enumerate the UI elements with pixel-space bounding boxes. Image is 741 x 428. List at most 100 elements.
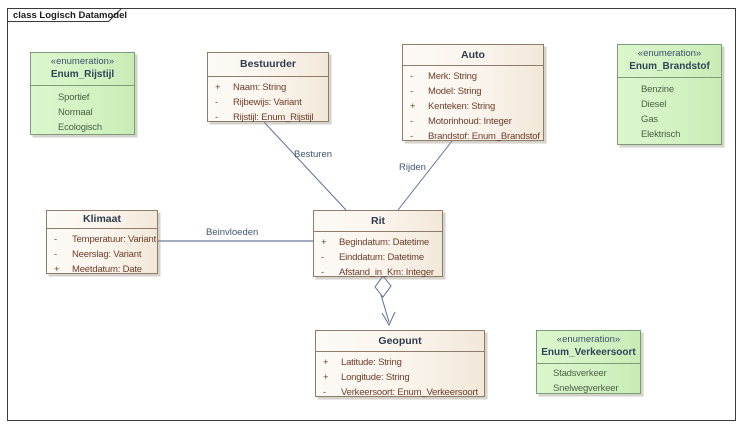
diagram-frame	[7, 8, 736, 421]
attribute-row[interactable]: + Longitude: String	[316, 370, 484, 385]
enum-verkeersoort[interactable]: «enumeration» Enum_Verkeersoort Stadsver…	[536, 330, 641, 394]
visibility-marker: -	[410, 131, 413, 142]
visibility-marker: -	[410, 86, 413, 97]
relation-label-besturen: Besturen	[294, 149, 333, 160]
enum-value: Snelwegverkeer	[553, 383, 619, 394]
relation-label-rijden: Rijden	[399, 162, 426, 173]
enum-value: Ecologisch	[58, 122, 102, 133]
class-title: Klimaat	[47, 211, 157, 229]
enum-name: Enum_Rijstijl	[50, 69, 115, 80]
attribute-text: Latitude: String	[341, 357, 402, 368]
visibility-marker: +	[323, 357, 329, 368]
enum-header: «enumeration» Enum_Verkeersoort	[537, 331, 640, 364]
visibility-marker: -	[215, 112, 218, 123]
class-attributes: + Naam: String - Rijbewijs: Variant - Ri…	[208, 77, 328, 125]
enum-stereotype: «enumeration»	[637, 48, 702, 59]
enum-value: Benzine	[641, 84, 674, 95]
attribute-row[interactable]: + Naam: String	[208, 80, 328, 95]
aggregation-diamond	[374, 275, 392, 298]
enum-brandstof[interactable]: «enumeration» Enum_Brandstof Benzine Die…	[617, 44, 722, 145]
class-auto[interactable]: Auto - Merk: String - Model: String + Ke…	[402, 44, 544, 144]
attribute-text: Neerslag: Variant	[72, 249, 142, 260]
attribute-text: Model: String	[428, 86, 482, 97]
attribute-text: Meetdatum: Date	[72, 264, 142, 275]
attribute-text: Verkeersoort: Enum_Verkeersoort	[341, 387, 478, 398]
class-geopunt[interactable]: Geopunt + Latitude: String + Longitude: …	[315, 330, 485, 400]
attribute-text: Kenteken: String	[428, 101, 496, 112]
attribute-row[interactable]: + Latitude: String	[316, 355, 484, 370]
enum-value: Gas	[641, 114, 658, 125]
class-attributes: + Latitude: String + Longitude: String -…	[316, 352, 484, 400]
visibility-marker: -	[410, 116, 413, 127]
attribute-row[interactable]: - Model: String	[403, 84, 543, 99]
visibility-marker: -	[215, 97, 218, 108]
attribute-text: Motorinhoud: Integer	[428, 116, 512, 127]
class-attributes: + Begindatum: Datetime - Einddatum: Date…	[314, 232, 442, 280]
visibility-marker: +	[323, 372, 329, 383]
enum-value: Diesel	[641, 99, 667, 110]
class-bestuurder[interactable]: Bestuurder + Naam: String - Rijbewijs: V…	[207, 52, 329, 125]
visibility-marker: +	[321, 237, 327, 248]
aggregation-rit-geopunt[interactable]	[374, 275, 396, 327]
relation-label-beinvloeden: Beinvloeden	[206, 227, 259, 238]
enum-name: Enum_Brandstof	[629, 61, 710, 72]
open-arrowhead	[381, 311, 396, 327]
attribute-text: Einddatum: Datetime	[339, 252, 424, 263]
attribute-text: Begindatum: Datetime	[339, 237, 429, 248]
visibility-marker: -	[321, 252, 324, 263]
attribute-row[interactable]: - Afstand_in_Km: Integer	[314, 265, 442, 280]
association-besturen[interactable]	[263, 121, 347, 211]
attribute-row[interactable]: - Verkeersoort: Enum_Verkeersoort	[316, 385, 484, 400]
diagram-frame-tab	[7, 8, 123, 22]
attribute-row[interactable]: - Temperatuur: Variant	[47, 232, 157, 247]
enum-header: «enumeration» Enum_Rijstijl	[31, 53, 134, 86]
visibility-marker: +	[410, 101, 416, 112]
class-rit[interactable]: Rit + Begindatum: Datetime - Einddatum: …	[313, 210, 443, 280]
attribute-row[interactable]: - Rijstijl: Enum_Rijstijl	[208, 110, 328, 125]
attribute-row[interactable]: - Merk: String	[403, 69, 543, 84]
enum-stereotype: «enumeration»	[50, 56, 115, 67]
attribute-row[interactable]: - Neerslag: Variant	[47, 247, 157, 262]
attribute-row[interactable]: - Einddatum: Datetime	[314, 250, 442, 265]
visibility-marker: +	[215, 82, 221, 93]
class-title: Rit	[314, 211, 442, 232]
attribute-text: Rijbewijs: Variant	[233, 97, 302, 108]
enum-value: Stadsverkeer	[553, 368, 607, 379]
attribute-text: Afstand_in_Km: Integer	[339, 267, 434, 278]
visibility-marker: -	[321, 267, 324, 278]
attribute-text: Naam: String	[233, 82, 287, 93]
attribute-text: Temperatuur: Variant	[72, 234, 157, 245]
attribute-row[interactable]: - Motorinhoud: Integer	[403, 114, 543, 129]
enum-values: Benzine Diesel Gas Elektrisch	[618, 78, 721, 142]
class-title: Auto	[403, 45, 543, 66]
enum-value: Elektrisch	[641, 129, 681, 140]
enum-rijstijl[interactable]: «enumeration» Enum_Rijstijl Sportief Nor…	[30, 52, 135, 135]
attribute-text: Brandstof: Enum_Brandstof	[428, 131, 540, 142]
enum-name: Enum_Verkeersoort	[541, 347, 636, 358]
visibility-marker: -	[54, 249, 57, 260]
visibility-marker: -	[54, 234, 57, 245]
enum-values: Sportief Normaal Ecologisch	[31, 86, 134, 135]
attribute-row[interactable]: - Rijbewijs: Variant	[208, 95, 328, 110]
visibility-marker: -	[410, 71, 413, 82]
attribute-text: Longitude: String	[341, 372, 410, 383]
attribute-row[interactable]: + Meetdatum: Date	[47, 262, 157, 277]
attribute-row[interactable]: - Brandstof: Enum_Brandstof	[403, 129, 543, 144]
class-title: Geopunt	[316, 331, 484, 352]
attribute-row[interactable]: + Kenteken: String	[403, 99, 543, 114]
attribute-text: Merk: String	[428, 71, 477, 82]
visibility-marker: +	[54, 264, 60, 275]
attribute-text: Rijstijl: Enum_Rijstijl	[233, 112, 314, 123]
frame-title: class Logisch Datamodel	[13, 10, 128, 21]
enum-value: Sportief	[58, 92, 90, 103]
class-title: Bestuurder	[208, 53, 328, 77]
attribute-row[interactable]: + Begindatum: Datetime	[314, 235, 442, 250]
class-klimaat[interactable]: Klimaat - Temperatuur: Variant - Neersla…	[46, 210, 158, 277]
class-attributes: - Merk: String - Model: String + Kenteke…	[403, 66, 543, 144]
class-attributes: - Temperatuur: Variant - Neerslag: Varia…	[47, 229, 157, 277]
association-rijden[interactable]	[397, 140, 453, 211]
enum-value: Normaal	[58, 107, 93, 118]
visibility-marker: -	[323, 387, 326, 398]
